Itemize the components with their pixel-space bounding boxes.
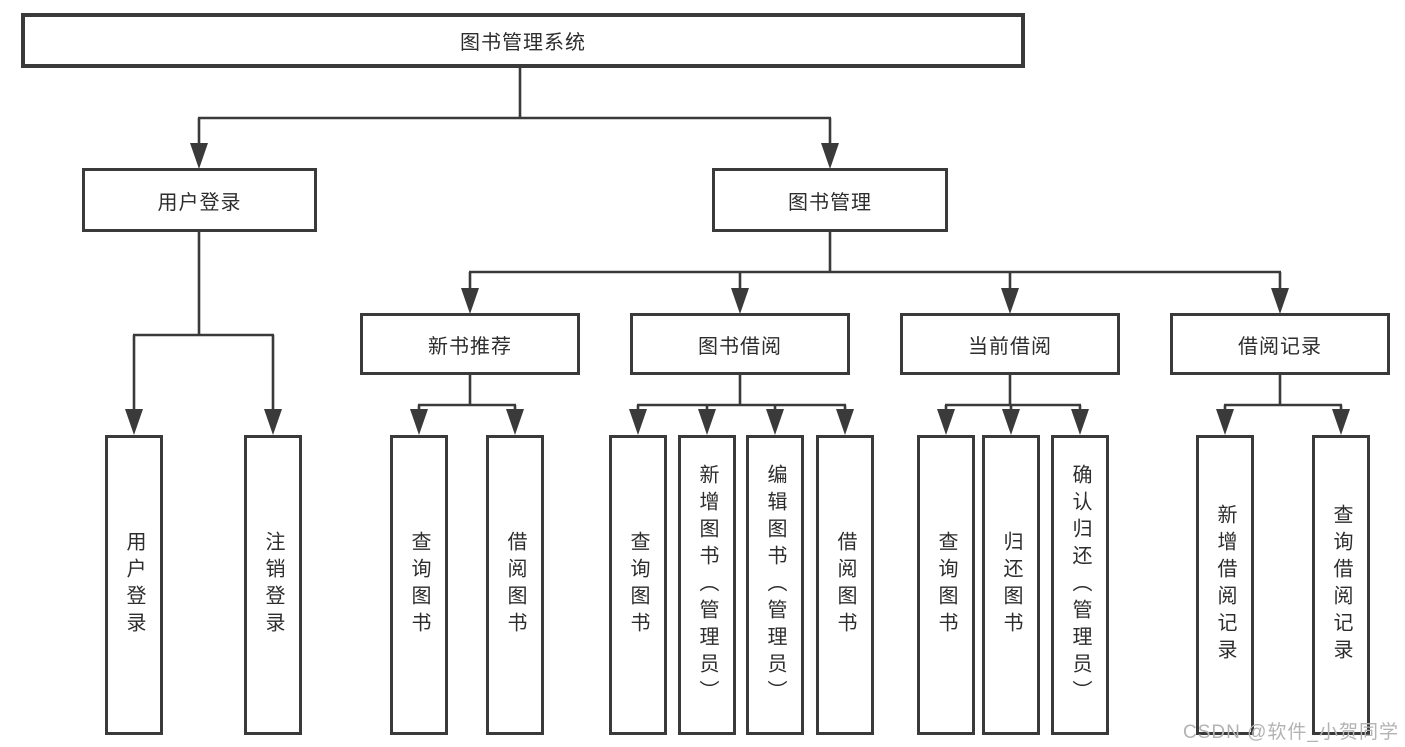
leaf-user-login-label: 用户登录	[123, 531, 145, 639]
leaf-query-books-3-label: 查询图书	[935, 531, 957, 639]
leaf-borrow-books-1-label: 借阅图书	[504, 531, 526, 639]
leaf-query-books-1-label: 查询图书	[408, 531, 430, 639]
leaf-add-books-admin-label: 新增图书（管理员）	[696, 463, 718, 707]
node-borrowing-records: 借阅记录	[1170, 313, 1390, 375]
leaf-edit-books-admin: 编辑图书（管理员）	[746, 435, 804, 735]
leaf-borrow-books-2-label: 借阅图书	[834, 531, 856, 639]
csdn-watermark: CSDN @软件_小贺同学	[1183, 722, 1399, 743]
connector-bookborrow-to-leaves	[629, 375, 854, 435]
leaf-query-borrow-record: 查询借阅记录	[1312, 435, 1370, 735]
node-library-system: 图书管理系统	[21, 13, 1025, 68]
connector-bookmgmt-to-level3	[461, 232, 1289, 314]
connector-records-to-leaves	[1216, 375, 1350, 435]
node-book-borrowing: 图书借阅	[630, 313, 850, 375]
leaf-confirm-return-admin-label: 确认归还（管理员）	[1069, 463, 1091, 707]
node-new-book-recommendation: 新书推荐	[360, 313, 580, 375]
leaf-logout-label: 注销登录	[262, 531, 284, 639]
leaf-query-books-2: 查询图书	[609, 435, 667, 735]
leaf-return-books-label: 归还图书	[1000, 531, 1022, 639]
leaf-add-borrow-record: 新增借阅记录	[1196, 435, 1254, 735]
connector-root-to-level2	[190, 68, 839, 169]
node-user-login: 用户登录	[82, 168, 317, 232]
leaf-user-login: 用户登录	[105, 435, 163, 735]
leaf-borrow-books-2: 借阅图书	[816, 435, 874, 735]
node-current-borrowing: 当前借阅	[900, 313, 1120, 375]
leaf-edit-books-admin-label: 编辑图书（管理员）	[764, 463, 786, 707]
leaf-logout: 注销登录	[244, 435, 302, 735]
leaf-confirm-return-admin: 确认归还（管理员）	[1051, 435, 1109, 735]
connector-userlogin-to-leaves	[125, 232, 282, 435]
leaf-query-books-1: 查询图书	[390, 435, 448, 735]
leaf-add-borrow-record-label: 新增借阅记录	[1214, 504, 1236, 666]
node-book-management: 图书管理	[712, 168, 948, 232]
leaf-borrow-books-1: 借阅图书	[486, 435, 544, 735]
leaf-query-books-2-label: 查询图书	[627, 531, 649, 639]
leaf-query-borrow-record-label: 查询借阅记录	[1330, 504, 1352, 666]
connector-newbook-to-leaves	[410, 375, 524, 435]
leaf-add-books-admin: 新增图书（管理员）	[678, 435, 736, 735]
leaf-return-books: 归还图书	[982, 435, 1040, 735]
connector-currentborrow-to-leaves	[937, 375, 1089, 435]
leaf-query-books-3: 查询图书	[917, 435, 975, 735]
